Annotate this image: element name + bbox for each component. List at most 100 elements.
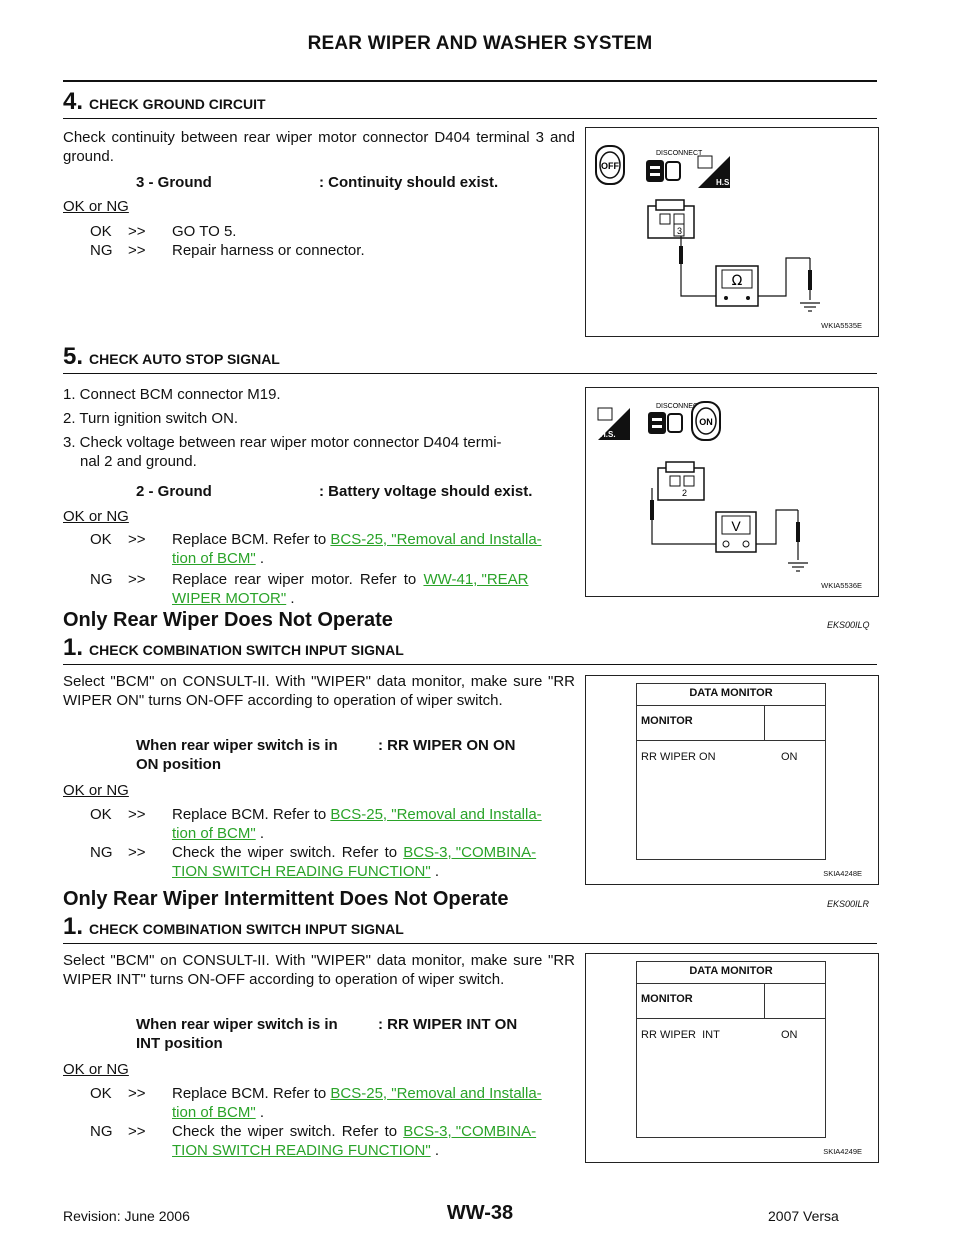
step-4-text: Check continuity between rear wiper moto… — [63, 129, 575, 165]
svg-text:Ω: Ω — [732, 273, 743, 289]
data-monitor-header: DATA MONITOR — [637, 684, 825, 706]
monitor-item: RR WIPER ON — [641, 751, 716, 763]
reference-link[interactable]: BCS-3, "COMBINA- — [403, 1123, 537, 1140]
result-arrow: >> — [128, 1123, 146, 1140]
monitor-row: RR WIPER INT ON — [637, 1019, 825, 1041]
spec-left: 2 - Ground — [136, 483, 212, 500]
step-number: 5. — [63, 343, 84, 370]
ng-result: NG >> Check the wiper switch. Refer to BCS… — [90, 843, 536, 862]
data-monitor-screen: DATA MONITOR MONITOR RR WIPER ON ON — [636, 683, 826, 860]
step-title: CHECK GROUND CIRCUIT — [89, 96, 266, 112]
harness-side-icon: H.S. — [697, 155, 732, 188]
result-text: Replace BCM. Refer to — [172, 531, 331, 548]
step-5-item-2: 2. Turn ignition switch ON. — [63, 410, 239, 427]
ok-result-cont: tion of BCM" . — [172, 1103, 264, 1122]
svg-text:DISCONNECT: DISCONNECT — [656, 150, 703, 157]
result-text: Check the wiper switch. Refer to — [172, 1123, 404, 1140]
ok-result: OK >> Replace BCM. Refer to BCS-25, "Remov… — [90, 805, 542, 824]
result-text: Replace BCM. Refer to — [172, 1085, 331, 1102]
result-tail: . — [255, 825, 265, 842]
svg-text:DISCONNECT: DISCONNECT — [656, 403, 703, 410]
reference-link[interactable]: tion of BCM" — [172, 1104, 256, 1121]
ignition-off-icon: OFF — [595, 145, 625, 185]
ok-result-cont: tion of BCM" . — [172, 549, 264, 568]
reference-link[interactable]: TION SWITCH READING FUNCTION" — [172, 1142, 431, 1159]
result-arrow: >> — [128, 242, 146, 259]
reference-link[interactable]: BCS-25, "Removal and Installa- — [330, 531, 542, 548]
monitor-spacer — [764, 706, 825, 740]
section-1-text: Select "BCM" on CONSULT-II. With "WIPER"… — [63, 673, 575, 709]
ok-result: OK>>GO TO 5. — [90, 222, 236, 241]
monitor-label: MONITOR — [641, 715, 693, 727]
result-code: OK — [90, 806, 112, 823]
step-5-item-3-cont: nal 2 and ground. — [80, 453, 197, 470]
figure-ground-check: OFF DISCONNECT H.S. 3 Ω — [585, 127, 879, 337]
step-5-item-3: 3. Check voltage between rear wiper moto… — [63, 434, 502, 451]
ok-result: OK>>Replace BCM. Refer to BCS-25, "Remov… — [90, 1084, 542, 1103]
reference-link[interactable]: tion of BCM" — [172, 825, 256, 842]
monitor-value: ON — [781, 751, 798, 763]
ok-or-ng: OK or NG — [63, 1061, 129, 1078]
svg-text:ON: ON — [699, 417, 713, 427]
result-code: NG — [90, 844, 113, 861]
ok-result: OK>>Replace BCM. Refer to BCS-25, "Remov… — [90, 530, 576, 549]
result-arrow: >> — [128, 844, 146, 861]
ok-or-ng: OK or NG — [63, 782, 129, 799]
spec-left: When rear wiper switch is in INT positio… — [136, 1015, 338, 1053]
step-number: 4. — [63, 88, 84, 115]
revision-date: Revision: June 2006 — [63, 1208, 190, 1224]
result-text: Check the wiper switch. Refer to — [172, 844, 404, 861]
reference-link[interactable]: BCS-25, "Removal and Installa- — [330, 806, 542, 823]
result-code: NG — [90, 242, 113, 259]
result-code: OK — [90, 1085, 112, 1102]
monitor-item: RR WIPER INT — [641, 1029, 720, 1041]
result-text: Replace BCM. Refer to — [172, 806, 331, 823]
result-text: Repair harness or connector. — [172, 242, 365, 259]
step-5-item-1: 1. Connect BCM connector M19. — [63, 386, 281, 403]
monitor-header-row: MONITOR — [637, 706, 825, 741]
ng-result: NG >> Check the wiper switch. Refer to BCS… — [90, 1122, 536, 1141]
step-number: 1. — [63, 634, 84, 661]
spec-left-line: ON position — [136, 756, 221, 773]
result-arrow: >> — [128, 571, 146, 588]
section-1-step-heading: 1.CHECK COMBINATION SWITCH INPUT SIGNAL — [63, 634, 404, 662]
result-arrow: >> — [128, 223, 146, 240]
spec-right: : Battery voltage should exist. — [319, 483, 533, 500]
voltage-check-diagram: H.S. DISCONNECT ON 2 V — [597, 401, 808, 572]
vehicle-model: 2007 Versa — [768, 1208, 839, 1224]
figure-data-monitor-int: DATA MONITOR MONITOR RR WIPER INT ON SKI… — [585, 953, 879, 1163]
result-arrow: >> — [128, 806, 146, 823]
section-title: Only Rear Wiper Intermittent Does Not Op… — [63, 888, 509, 910]
monitor-row: RR WIPER ON ON — [637, 741, 825, 763]
svg-text:H.S.: H.S. — [600, 430, 616, 439]
ignition-on-icon: ON — [691, 401, 721, 441]
disconnect-icon — [648, 412, 683, 434]
page-title: REAR WIPER AND WASHER SYSTEM — [307, 33, 653, 54]
ground-check-diagram: OFF DISCONNECT H.S. 3 Ω — [595, 145, 820, 312]
figure-caption: WKIA5536E — [821, 581, 862, 590]
result-code: NG — [90, 1123, 113, 1140]
reference-link[interactable]: BCS-3, "COMBINA- — [403, 844, 537, 861]
svg-text:V: V — [731, 518, 741, 534]
ng-result: NG >> Repair harness or connector. — [90, 241, 365, 260]
reference-link[interactable]: BCS-25, "Removal and Installa- — [330, 1085, 542, 1102]
section-2-text: Select "BCM" on CONSULT-II. With "WIPER"… — [63, 952, 575, 988]
data-monitor-header: DATA MONITOR — [637, 962, 825, 984]
reference-link[interactable]: WW-41, "REAR — [423, 571, 529, 588]
monitor-label: MONITOR — [641, 993, 693, 1005]
step-number: 1. — [63, 913, 84, 940]
spec-left-line: When rear wiper switch is in — [136, 1016, 338, 1033]
step-rule — [63, 373, 877, 374]
step-5-heading: 5.CHECK AUTO STOP SIGNAL — [63, 343, 280, 371]
reference-link[interactable]: WIPER MOTOR" — [172, 590, 287, 607]
reference-link[interactable]: tion of BCM" — [172, 550, 256, 567]
step-rule — [63, 118, 877, 119]
figure-caption: WKIA5535E — [821, 321, 862, 330]
step-title: CHECK COMBINATION SWITCH INPUT SIGNAL — [89, 921, 404, 937]
spec-right: : RR WIPER ON ON — [378, 737, 516, 754]
ok-result-cont: tion of BCM" . — [172, 824, 264, 843]
svg-text:H.S.: H.S. — [716, 178, 732, 187]
reference-link[interactable]: TION SWITCH READING FUNCTION" — [172, 863, 431, 880]
section-2-step-heading: 1. CHECK COMBINATION SWITCH INPUT SIGNAL — [63, 913, 404, 941]
spec-right: : Continuity should exist. — [319, 174, 499, 191]
